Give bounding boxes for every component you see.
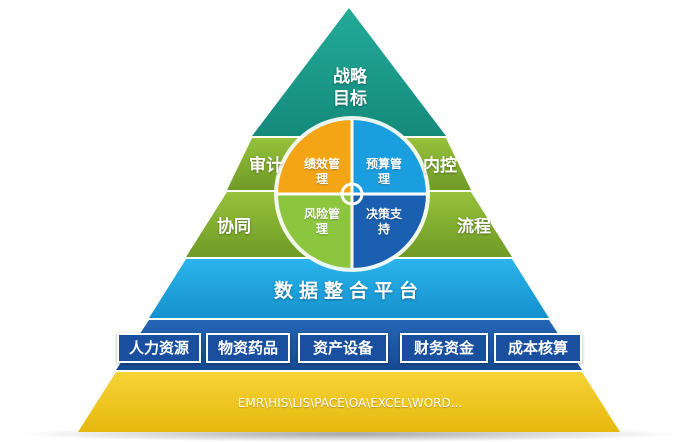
perf-management-label: 绩效管 理 bbox=[303, 157, 340, 186]
audit-label: 审计 bbox=[249, 156, 283, 176]
module-assets: 资产设备 bbox=[298, 333, 388, 363]
layer-platform bbox=[149, 259, 549, 318]
module-finance: 财务资金 bbox=[400, 333, 488, 363]
quad-perf bbox=[278, 120, 352, 194]
center-ring-icon bbox=[340, 182, 364, 206]
platform-label: 数据整合平台 bbox=[273, 280, 424, 302]
internal-control-label: 内控 bbox=[423, 156, 457, 176]
layer-strategy bbox=[252, 8, 446, 136]
strategy-label: 战略 目标 bbox=[333, 67, 367, 109]
module-hr: 人力资源 bbox=[117, 333, 201, 363]
systems-label: EMR\HIS\LIS\PACE\OA\EXCEL\WORD... bbox=[237, 396, 463, 410]
budget-management-label: 预算管 理 bbox=[365, 157, 402, 186]
risk-management-label: 风险管 理 bbox=[303, 207, 340, 236]
quad-risk bbox=[278, 194, 352, 268]
center-circle bbox=[274, 116, 430, 272]
quad-decision bbox=[352, 194, 426, 268]
decision-support-label: 决策支 持 bbox=[365, 207, 402, 236]
layer-systems bbox=[78, 372, 620, 432]
quad-budget bbox=[352, 120, 426, 194]
collaboration-label: 协同 bbox=[217, 217, 251, 237]
module-cost: 成本核算 bbox=[494, 333, 582, 363]
process-label: 流程 bbox=[457, 217, 491, 237]
module-materials: 物资药品 bbox=[206, 333, 290, 363]
